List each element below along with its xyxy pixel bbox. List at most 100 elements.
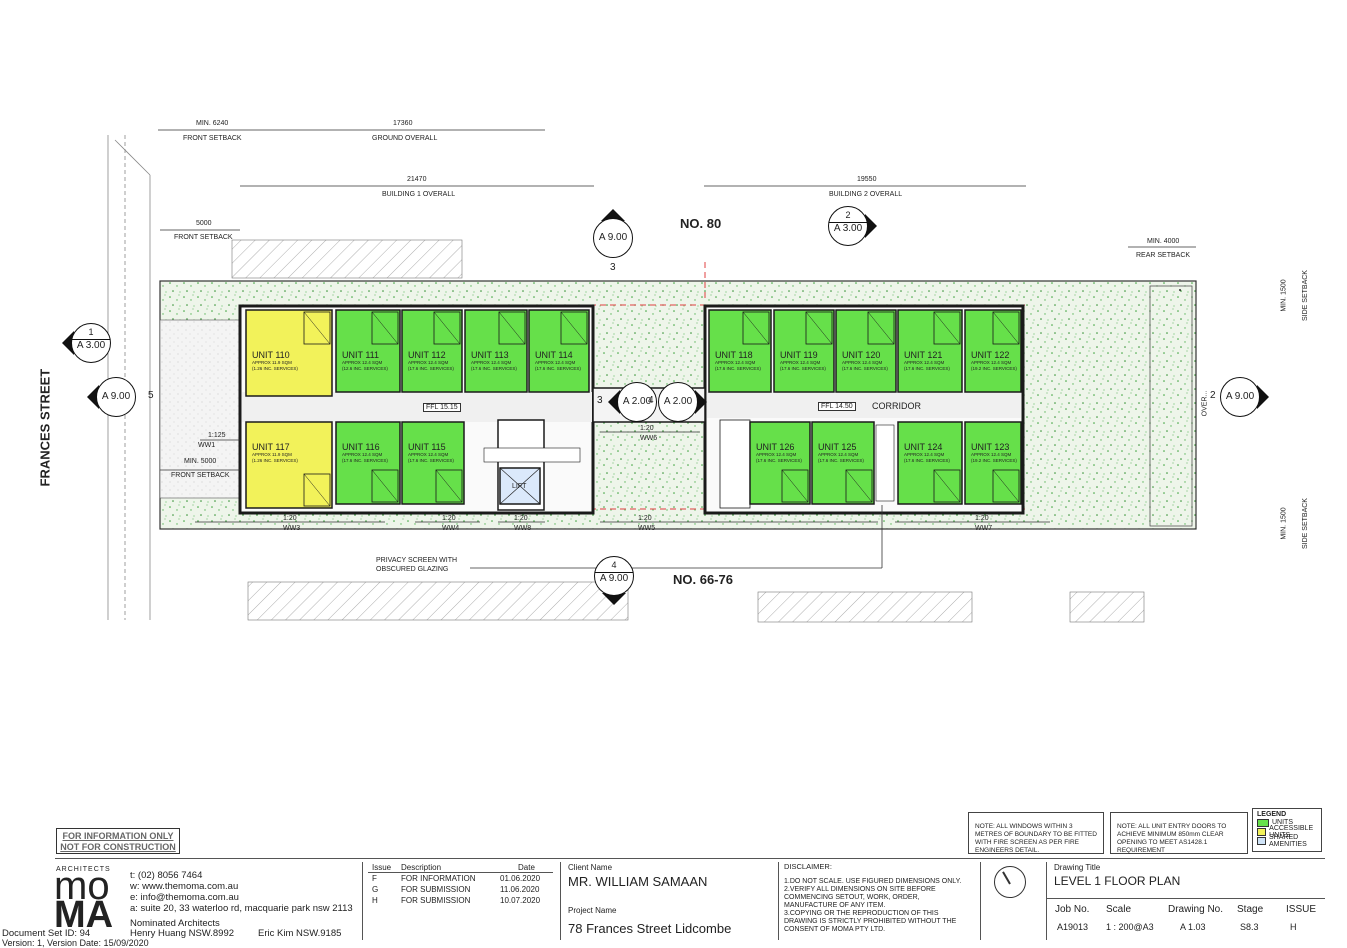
lift-label: LIFT	[512, 483, 527, 490]
disclaimer-line: MANUFACTURE OF ANY ITEM.	[784, 902, 886, 909]
ffl-right: FFL 14.50	[818, 402, 856, 411]
issue-header-desc: Description	[401, 863, 442, 872]
issue-date: 11.06.2020	[500, 885, 540, 894]
project-name: 78 Frances Street Lidcombe	[568, 921, 732, 936]
dim-1-20-a: 1:20	[283, 515, 297, 522]
dim-rear-setback: REAR SETBACK	[1136, 252, 1191, 259]
unit-area: APPROX 12.4 SQM	[818, 452, 859, 457]
unit-124	[897, 421, 963, 505]
bathroom-cross	[371, 469, 399, 503]
bathroom-block	[933, 311, 961, 345]
unit-110	[245, 309, 333, 397]
issue-header-issue: Issue	[372, 863, 392, 872]
legend-item: SHARED AMENITIES	[1257, 834, 1317, 848]
callout-circle: A 9.00	[593, 218, 633, 258]
unit-area: APPROX 12.4 SQM	[904, 452, 945, 457]
callout-circle: A 2.00	[617, 382, 657, 422]
callout-ref: A 9.00	[595, 572, 633, 585]
dim-min-4000: MIN. 4000	[1147, 238, 1180, 245]
callout-number: 4	[611, 560, 617, 570]
bathroom-block	[781, 469, 809, 503]
unit-name: UNIT 119	[780, 350, 818, 360]
callout-arrow-icon	[602, 593, 626, 605]
bathroom-block	[371, 311, 399, 345]
neighbour-bottom-label: NO. 66-76	[673, 572, 733, 587]
legend-title: LEGEND	[1257, 811, 1287, 818]
bathroom-cross	[992, 311, 1020, 345]
frances-street-label: FRANCES STREET	[37, 368, 53, 487]
neighbour-hatch-top	[231, 239, 463, 279]
legend-swatch	[1257, 827, 1267, 836]
unit-name: UNIT 115	[408, 442, 446, 452]
firm-arch2: Eric Kim NSW.9185	[258, 928, 342, 939]
bathroom-cross	[742, 311, 770, 345]
scale-value: 1 : 200@A3	[1106, 922, 1154, 932]
dim-1-20-d: 1:20	[638, 515, 652, 522]
callout-ref: A 2.00	[663, 396, 693, 407]
disclaimer-line: 2.VERIFY ALL DIMENSIONS ON SITE BEFORE	[784, 886, 936, 893]
neighbour-hatch-bottom	[247, 581, 1145, 623]
callout-side-number: 3	[597, 395, 603, 406]
dim-front-setback-3: FRONT SETBACK	[171, 472, 230, 479]
unit-area: APPROX 12.4 SQM	[342, 452, 383, 457]
dim-building1: BUILDING 1 OVERALL	[382, 191, 456, 198]
unit-note: (17.6 INC. SERVICES)	[818, 458, 864, 463]
unit-name: UNIT 118	[715, 350, 753, 360]
job-label: Job No.	[1055, 904, 1090, 915]
disclaimer-line: DRAWING IS STRICTLY PROHIBITED WITHOUT T…	[784, 918, 957, 925]
unit-area: APPROX 12.4 SQM	[904, 360, 945, 365]
dim-ground-overall: GROUND OVERALL	[372, 135, 438, 142]
unit-name: UNIT 125	[818, 442, 857, 452]
dim-ww7: WW7	[975, 525, 993, 532]
entry-paving	[159, 319, 243, 499]
bathroom-block	[992, 469, 1020, 503]
dim-min-1500-a: MIN. 1500	[1280, 279, 1288, 312]
dim-1-20-e: 1:20	[975, 515, 989, 522]
bathroom-cross	[845, 469, 873, 503]
legend-swatch	[1257, 818, 1269, 827]
firm-nominated: Nominated Architects	[130, 918, 220, 929]
bathroom-block	[845, 469, 873, 503]
unit-name: UNIT 124	[904, 442, 943, 452]
unit-note: (17.6 INC. SERVICES)	[408, 366, 454, 371]
dim-ww1: WW1	[198, 442, 216, 449]
unit-116	[335, 421, 401, 505]
unit-area: APPROX 12.4 SQM	[715, 360, 756, 365]
unit-note: (17.6 INC. SERVICES)	[535, 366, 581, 371]
firm-arch1: Henry Huang NSW.8992	[130, 928, 235, 939]
unit-111	[335, 309, 401, 393]
bathroom-block	[433, 311, 461, 345]
issue-description: FOR SUBMISSION	[401, 896, 471, 905]
unit-area: APPROX 11.9 SQM	[252, 452, 292, 457]
section-callout: 4 A 9.00	[594, 556, 634, 605]
issue-code: H	[372, 896, 378, 905]
drawing-no-value: A 1.03	[1180, 922, 1206, 932]
unit-area: APPROX 12.4 SQM	[471, 360, 512, 365]
unit-126	[749, 421, 811, 505]
dim-5000: 5000	[196, 220, 212, 227]
bathroom-cross	[435, 469, 463, 503]
disclaimer-title: DISCLAIMER:	[784, 862, 832, 871]
unit-117	[245, 421, 333, 509]
dim-front-setback-1: FRONT SETBACK	[183, 135, 242, 142]
drawing-title: LEVEL 1 FLOOR PLAN	[1054, 874, 1181, 888]
unit-area: APPROX 11.9 SQM	[252, 360, 292, 365]
unit-name: UNIT 113	[471, 350, 509, 360]
unit-note: (17.6 INC. SERVICES)	[408, 458, 454, 463]
unit-area: APPROX 12.4 SQM	[756, 452, 797, 457]
issue-code: G	[372, 885, 379, 894]
callout-ref: A 2.00	[622, 396, 652, 407]
callout-arrow-icon	[695, 390, 707, 414]
unit-118	[708, 309, 772, 393]
unit-115	[401, 421, 465, 505]
callout-circle: 4 A 9.00	[594, 556, 634, 596]
